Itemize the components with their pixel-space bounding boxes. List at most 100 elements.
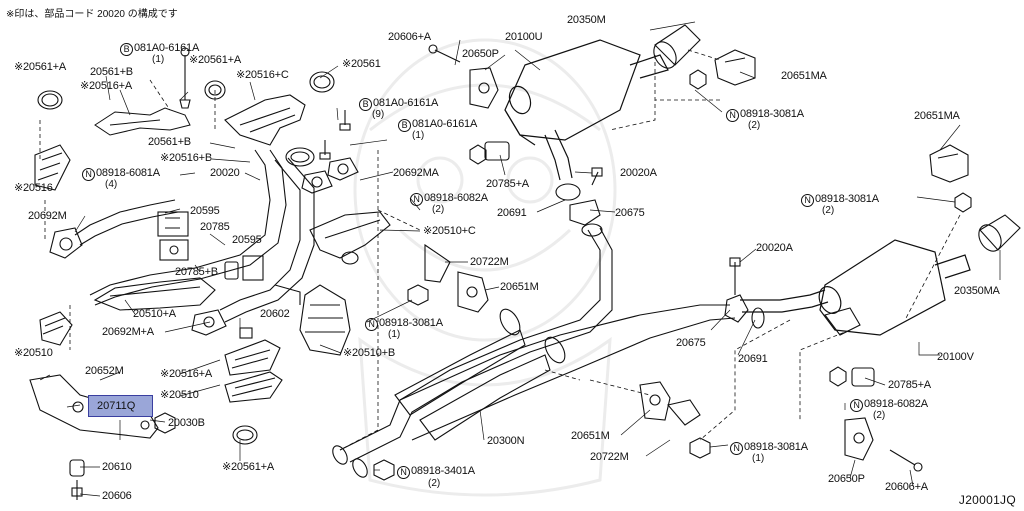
highlighted-part-20711Q[interactable]: 20711Q [88,395,153,417]
label-20692M[interactable]: 20692M [28,210,67,222]
front-pipe-20020 [74,149,315,323]
label-20652M[interactable]: 20652M [85,365,124,377]
bolt-marker-icon-2: B [398,119,411,132]
heat-shield-20516A [94,107,191,136]
label-20510-m[interactable]: ※20510 [160,389,199,401]
qty-2-a: (2) [748,120,761,131]
label-20561A-tl[interactable]: ※20561+A [14,61,66,73]
label-20606A-top[interactable]: 20606+A [388,31,431,43]
label-20020[interactable]: 20020 [210,167,240,179]
label-20350MA[interactable]: 20350MA [954,285,1000,297]
clamp-20561A-left [37,90,63,110]
label-20675-top[interactable]: 20675 [615,207,645,219]
label-20610[interactable]: 20610 [102,461,132,473]
heat-shield-20516C [224,94,306,146]
heat-shield-20510A [93,277,216,311]
label-20602[interactable]: 20602 [260,308,290,320]
label-20510-l[interactable]: ※20510 [14,347,53,359]
label-20785A-r[interactable]: 20785+A [888,379,931,391]
label-20516-l[interactable]: ※20516 [14,182,53,194]
label-20516C[interactable]: ※20516+C [236,69,289,81]
gasket-20691-r [751,307,765,329]
label-20651M-mid[interactable]: 20651M [500,281,539,293]
label-20020A-r[interactable]: 20020A [756,242,793,254]
label-20100V[interactable]: 20100V [937,351,974,363]
gasket-20692MA [327,157,359,181]
insulator-20651M-mid [457,271,489,313]
bolt-20606 [71,480,83,500]
label-20516A-tl[interactable]: ※20516+A [80,80,132,92]
label-20650P-top[interactable]: 20650P [462,48,499,60]
label-20650P-r[interactable]: 20650P [828,473,865,485]
qty-9: (9) [372,109,385,120]
watermark-emblem [353,38,617,497]
label-20510B[interactable]: ※20510+B [343,347,395,359]
label-20030B[interactable]: 20030B [168,417,205,429]
label-20606[interactable]: 20606 [102,490,132,502]
label-20651M-bot[interactable]: 20651M [571,430,610,442]
label-20561A-b[interactable]: ※20561+A [222,461,274,473]
nut-08918-6082A-top [469,144,487,165]
label-20510A[interactable]: 20510+A [133,308,176,320]
hanger-20722M-top [424,243,451,283]
tail-tip-20350M [653,24,701,69]
label-20516B[interactable]: ※20516+B [160,152,212,164]
nut-marker-icon-4: N [730,442,743,455]
label-20595-a[interactable]: 20595 [190,205,220,217]
label-20606A-r[interactable]: 20606+A [885,481,928,493]
insulator-20650P-r [844,417,874,461]
label-20785B[interactable]: 20785+B [175,266,218,278]
label-20692MA-l[interactable]: 20692M+A [102,326,154,338]
nut-20602 [239,327,253,339]
center-pipe-20300N [332,223,736,478]
qty-2-b: (2) [432,204,445,215]
label-20595-b[interactable]: 20595 [232,234,262,246]
label-20510C[interactable]: ※20510+C [423,225,476,237]
qty-2-d: (2) [822,205,835,216]
label-20692MA[interactable]: 20692MA [393,167,439,179]
bolt-marker-icon-3: B [120,43,133,56]
nut-marker-icon: N [726,109,739,122]
label-20561-mid[interactable]: ※20561 [342,58,381,70]
label-20516A-l[interactable]: ※20516+A [160,368,212,380]
insulator-20650P-top [469,67,499,109]
sub-muffler-20100V [740,239,971,336]
label-20722M-bot[interactable]: 20722M [590,451,629,463]
label-20675-r[interactable]: 20675 [676,337,706,349]
label-20785A-top[interactable]: 20785+A [486,178,529,190]
label-20561B-tl[interactable]: 20561+B [90,66,133,78]
label-20350M[interactable]: 20350M [567,14,606,26]
label-20651MA-r[interactable]: 20651MA [914,110,960,122]
label-20785[interactable]: 20785 [200,221,230,233]
label-20691-top[interactable]: 20691 [497,207,527,219]
label-20020A-top[interactable]: 20020A [620,167,657,179]
clamp-20675-top [569,199,601,226]
label-20651MA-top[interactable]: 20651MA [781,70,827,82]
bolt-081A0-b [319,140,331,160]
label-20100U[interactable]: 20100U [505,31,543,43]
label-20300N[interactable]: 20300N [487,435,525,447]
label-20691-r[interactable]: 20691 [738,353,768,365]
heat-shield-20510B [299,284,351,356]
label-20561B-mid[interactable]: 20561+B [148,136,191,148]
heat-shield-20510C [309,211,391,265]
nut-08918-mid [407,284,429,306]
bracket-20651MA-r [929,144,969,183]
label-20722M-top[interactable]: 20722M [470,256,509,268]
label-20561A-t2[interactable]: ※20561+A [189,54,241,66]
bolt-marker-icon: B [359,98,372,111]
header-note: ※印は、部品コード 20020 の構成です [6,9,178,20]
bracket-20651MA-top [714,49,756,86]
